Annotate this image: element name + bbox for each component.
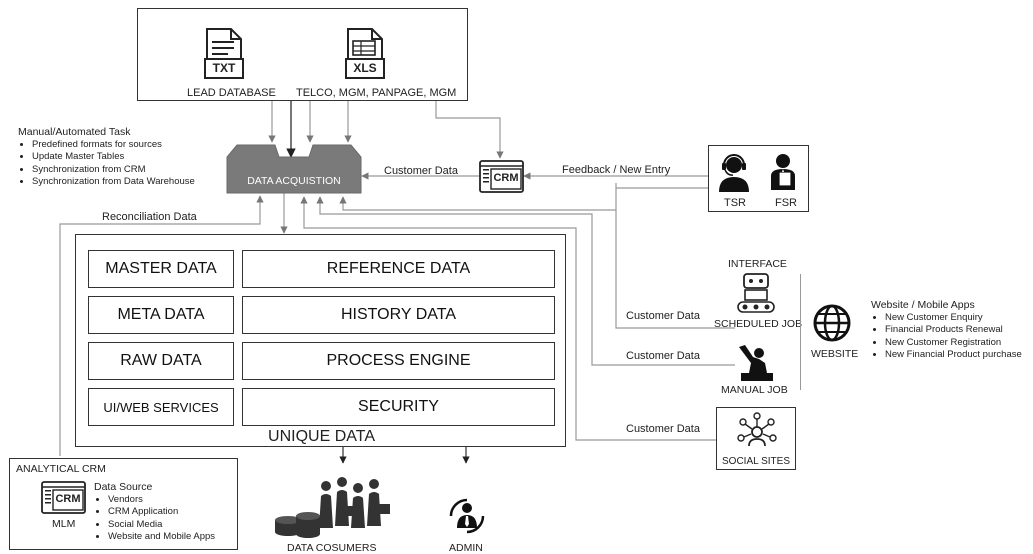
mlm-label: MLM	[52, 518, 76, 530]
headset-agent-icon	[716, 152, 752, 192]
list-item: Vendors	[108, 494, 215, 506]
website-apps-title: Website / Mobile Apps	[871, 299, 975, 311]
txt-file-icon: TXT	[204, 27, 244, 79]
core-data-panel: MASTER DATA REFERENCE DATA META DATA HIS…	[75, 234, 566, 447]
data-source-title: Data Source	[94, 481, 153, 493]
crm-app-icon: CRM	[41, 481, 86, 514]
meta-data-block: META DATA	[88, 296, 234, 334]
xls-file-icon: XLS	[345, 27, 385, 79]
list-item: Predefined formats for sources	[32, 139, 195, 151]
scheduled-job-label: SCHEDULED JOB	[714, 318, 803, 330]
unique-data-label: UNIQUE DATA	[268, 428, 375, 445]
admin-label: ADMIN	[449, 542, 483, 554]
customer-data-flow-label: Customer Data	[626, 310, 700, 322]
crm-app-icon: CRM	[479, 160, 524, 193]
data-consumers-label: DATA COSUMERS	[287, 542, 377, 554]
globe-icon	[812, 303, 852, 343]
list-item: Synchronization from Data Warehouse	[32, 176, 195, 188]
security-block: SECURITY	[242, 388, 555, 426]
list-item: New Customer Registration	[885, 337, 1022, 349]
xls-badge: XLS	[353, 61, 377, 75]
list-item: Financial Products Renewal	[885, 324, 1022, 336]
analytical-crm-panel: ANALYTICAL CRM CRM MLM Data Source Vendo…	[9, 458, 238, 550]
website-apps-notes: Website / Mobile Apps New Customer Enqui…	[871, 299, 1022, 362]
robot-scheduled-icon	[735, 272, 777, 316]
sources-panel: TXT XLS LEAD DATABASE TELCO, MGM, PANPAG…	[137, 8, 468, 101]
interface-title: INTERFACE	[728, 258, 787, 270]
ui-web-services-block: UI/WEB SERVICES	[88, 388, 234, 426]
customer-data-flow-label: Customer Data	[384, 165, 458, 177]
social-sites-label: SOCIAL SITES	[722, 456, 790, 467]
data-acquisition-block: DATA ACQUISTION	[225, 143, 363, 195]
txt-badge: TXT	[212, 61, 236, 75]
manual-task-notes: Manual/Automated Task Predefined formats…	[18, 126, 195, 189]
analytical-crm-title: ANALYTICAL CRM	[16, 463, 106, 475]
field-agent-icon	[765, 152, 801, 192]
crm-badge: CRM	[493, 172, 519, 184]
list-item: Social Media	[108, 519, 215, 531]
fsr-label: FSR	[775, 197, 797, 209]
list-item: CRM Application	[108, 506, 215, 518]
reference-data-block: REFERENCE DATA	[242, 250, 555, 288]
raw-data-block: RAW DATA	[88, 342, 234, 380]
process-engine-block: PROCESS ENGINE	[242, 342, 555, 380]
reconciliation-flow-label: Reconciliation Data	[102, 211, 197, 223]
telco-label: TELCO, MGM, PANPAGE, MGM	[296, 87, 457, 99]
crm-badge: CRM	[55, 493, 81, 505]
feedback-flow-label: Feedback / New Entry	[562, 164, 671, 176]
website-label: WEBSITE	[811, 348, 859, 360]
social-network-icon	[737, 412, 777, 450]
agents-panel: TSR FSR	[708, 145, 809, 212]
manual-worker-icon	[735, 343, 777, 383]
lead-database-label: LEAD DATABASE	[187, 87, 276, 99]
data-consumers-icon	[274, 466, 392, 542]
data-source-notes: Data Source Vendors CRM Application Soci…	[94, 481, 215, 544]
manual-task-title: Manual/Automated Task	[18, 126, 131, 138]
list-item: New Customer Enquiry	[885, 312, 1022, 324]
data-acquisition-label: DATA ACQUISTION	[247, 175, 341, 187]
history-data-block: HISTORY DATA	[242, 296, 555, 334]
interface-divider	[800, 274, 801, 390]
list-item: Website and Mobile Apps	[108, 531, 215, 543]
customer-data-flow-label: Customer Data	[626, 350, 700, 362]
social-sites-panel: SOCIAL SITES	[716, 407, 796, 470]
admin-icon	[447, 494, 487, 538]
customer-data-flow-label: Customer Data	[626, 423, 700, 435]
list-item: Update Master Tables	[32, 151, 195, 163]
tsr-label: TSR	[724, 197, 746, 209]
manual-job-label: MANUAL JOB	[721, 384, 788, 396]
master-data-block: MASTER DATA	[88, 250, 234, 288]
list-item: New Financial Product purchase	[885, 349, 1022, 361]
list-item: Synchronization from CRM	[32, 164, 195, 176]
